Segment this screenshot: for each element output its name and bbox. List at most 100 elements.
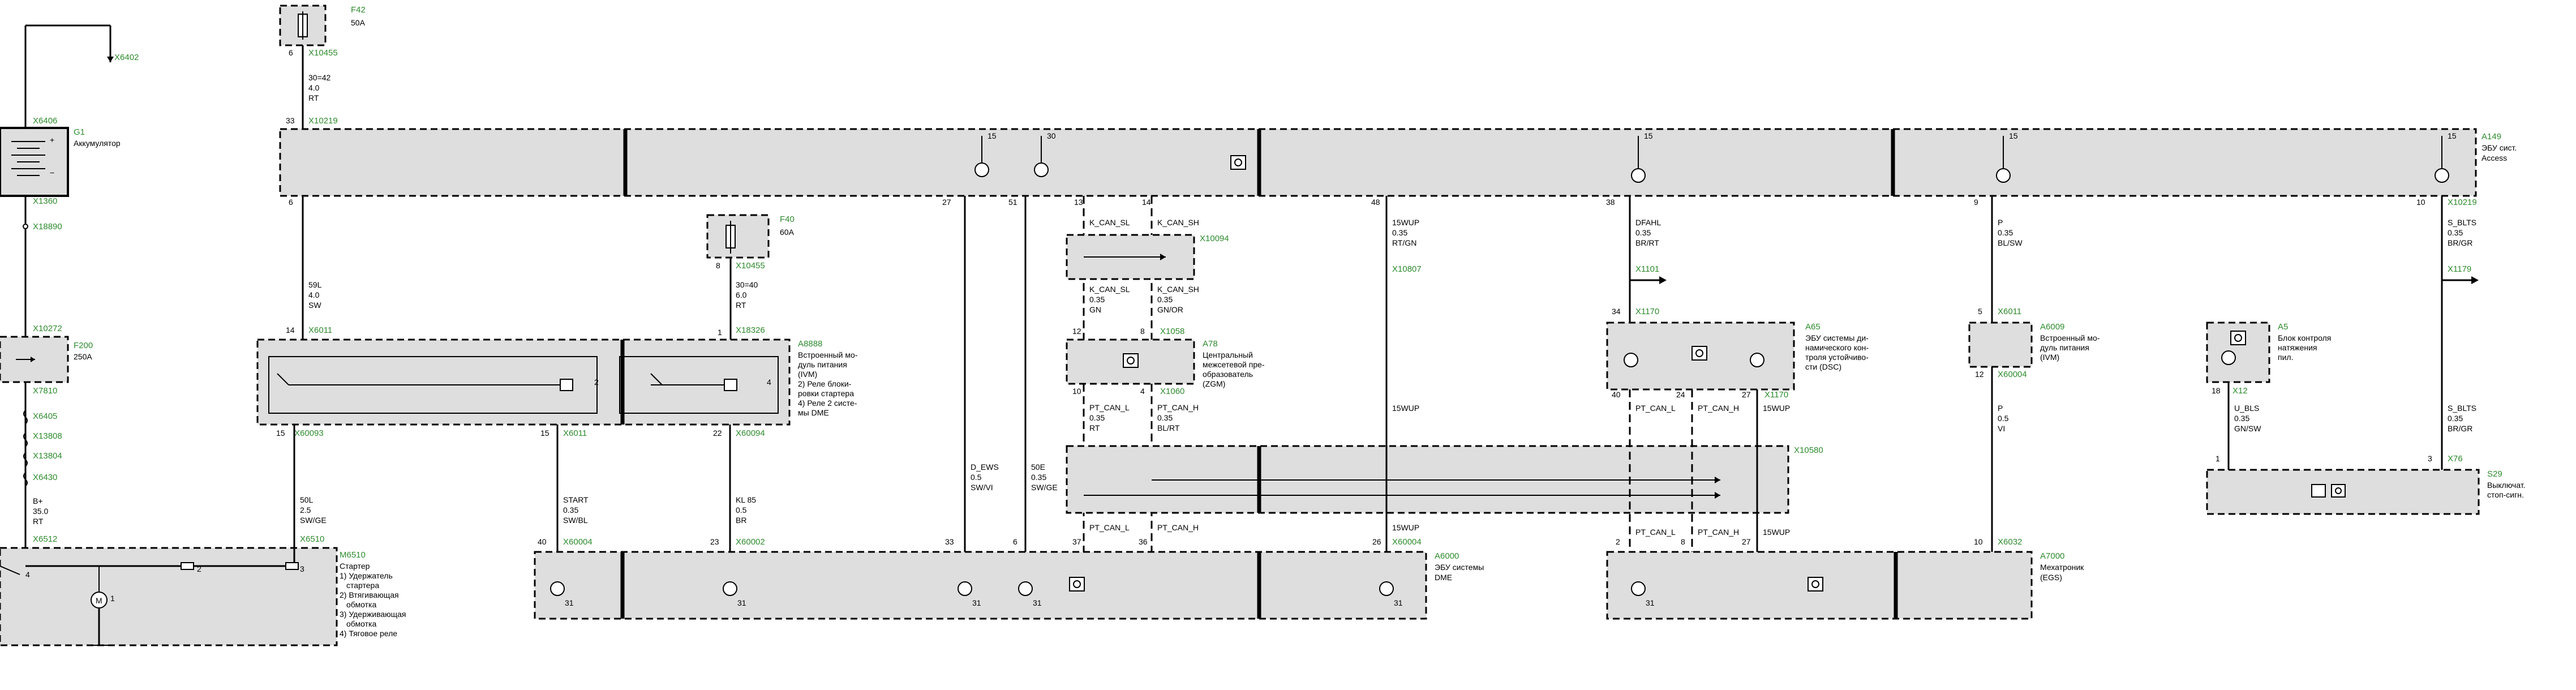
svg-text:50L: 50L — [300, 495, 314, 504]
svg-text:GN: GN — [1089, 305, 1101, 314]
svg-text:(EGS): (EGS) — [2040, 573, 2062, 582]
svg-text:X6011: X6011 — [1998, 307, 2021, 316]
svg-text:P: P — [1998, 218, 2003, 227]
starter-pin-4: 4 — [25, 570, 30, 579]
dsc-lower-wires: PT_CAN_L PT_CAN_H 15WUP PT_CAN_L PT_CAN_… — [1616, 389, 1790, 552]
svg-text:S_BLTS: S_BLTS — [2448, 218, 2476, 227]
svg-text:36: 36 — [1139, 537, 1148, 546]
svg-text:A6009: A6009 — [2040, 322, 2064, 332]
svg-text:27: 27 — [1742, 537, 1751, 546]
svg-text:3: 3 — [2428, 454, 2432, 463]
svg-text:(IVM): (IVM) — [798, 370, 817, 379]
svg-text:10: 10 — [1072, 387, 1081, 396]
svg-text:23: 23 — [710, 537, 719, 546]
wire-15wup: 15WUP 0.35 RT/GN X10807 15WUP 15WUP 26 X… — [1372, 196, 1422, 552]
svg-text:RT: RT — [1089, 423, 1100, 432]
svg-text:KL 85: KL 85 — [736, 495, 756, 504]
switch-s29: S29 Выключат. стоп-сигн. — [2206, 469, 2526, 515]
svg-text:GN/SW: GN/SW — [2234, 424, 2261, 433]
svg-text:27: 27 — [1742, 390, 1751, 399]
svg-text:ровки стартера: ровки стартера — [798, 389, 854, 398]
svg-text:4: 4 — [767, 378, 771, 387]
dme-transistor-2: 31 — [723, 581, 746, 607]
svg-text:VI: VI — [1998, 424, 2005, 433]
svg-text:X6510: X6510 — [300, 534, 324, 544]
svg-text:DFAHL: DFAHL — [1635, 218, 1661, 227]
module-a5: A5 Блок контроля натяжения пил. 18 X12 U… — [2206, 322, 2331, 470]
egs-transistor: 31 — [1631, 581, 1655, 607]
svg-text:9: 9 — [1974, 198, 1978, 207]
svg-text:15: 15 — [540, 428, 549, 438]
svg-text:27: 27 — [942, 198, 951, 207]
svg-text:X60093: X60093 — [294, 428, 324, 438]
svg-text:0.35: 0.35 — [1998, 228, 2013, 237]
svg-text:59L: 59L — [308, 280, 322, 289]
svg-text:0.5: 0.5 — [971, 473, 982, 482]
svg-text:K_CAN_SL: K_CAN_SL — [1089, 285, 1130, 294]
svg-text:X12: X12 — [2232, 386, 2248, 396]
starter-pin-2: 2 — [197, 564, 201, 573]
svg-text:6: 6 — [1013, 537, 1017, 546]
svg-text:15WUP: 15WUP — [1392, 523, 1419, 532]
svg-text:SW/VI: SW/VI — [971, 483, 993, 492]
battery-plus-icon: + — [50, 135, 54, 144]
bplus-label: B+ — [33, 496, 43, 505]
svg-text:A65: A65 — [1805, 322, 1821, 332]
svg-text:31: 31 — [565, 598, 574, 607]
svg-text:40: 40 — [1612, 390, 1621, 399]
f200-amp: 250A — [74, 352, 92, 361]
x13804-label: X13804 — [33, 451, 62, 461]
svg-text:S29: S29 — [2487, 469, 2502, 479]
svg-text:S_BLTS: S_BLTS — [2448, 404, 2476, 413]
x10272-label: X10272 — [33, 324, 62, 333]
svg-text:40: 40 — [538, 537, 547, 546]
a149-transistor-1: 15 — [974, 131, 997, 177]
svg-text:15: 15 — [2009, 131, 2018, 140]
module-a78-zgm: A78 Центральный межсетевой пре- образова… — [1066, 338, 1265, 396]
svg-text:PT_CAN_L: PT_CAN_L — [1089, 403, 1130, 412]
svg-text:1: 1 — [2216, 454, 2220, 463]
svg-text:0.35: 0.35 — [563, 505, 578, 515]
module-a6000-dme: 31 31 31 31 31 A6000 ЭБУ системы DME — [534, 551, 1484, 620]
svg-text:межсетевой пре-: межсетевой пре- — [1203, 360, 1265, 369]
svg-text:0.35: 0.35 — [1157, 413, 1173, 422]
svg-text:RT/GN: RT/GN — [1392, 238, 1416, 247]
starter-box — [0, 547, 338, 646]
svg-text:X1101: X1101 — [1635, 264, 1659, 274]
svg-text:15WUP: 15WUP — [1763, 404, 1790, 413]
svg-text:Центральный: Центральный — [1203, 350, 1253, 359]
svg-text:дуль питания: дуль питания — [798, 360, 847, 369]
svg-text:5: 5 — [1978, 307, 1982, 316]
svg-text:X6032: X6032 — [1998, 537, 2022, 547]
starter-m6510: M 1 2 3 4 M6510 Стартер 1) Удержатель ст… — [0, 547, 406, 646]
svg-text:X10455: X10455 — [736, 261, 765, 271]
svg-text:15: 15 — [2448, 131, 2457, 140]
wire-59l: 59L 4.0 SW 14 X6011 — [286, 196, 332, 340]
svg-text:Блок контроля: Блок контроля — [2278, 333, 2331, 342]
svg-text:K_CAN_SH: K_CAN_SH — [1157, 285, 1199, 294]
svg-text:15WUP: 15WUP — [1392, 404, 1419, 413]
svg-text:X1170: X1170 — [1635, 307, 1659, 316]
x6430-label: X6430 — [33, 473, 57, 482]
svg-text:1: 1 — [718, 328, 722, 337]
svg-text:X1179: X1179 — [2448, 264, 2471, 274]
svg-text:0.5: 0.5 — [1998, 414, 2009, 423]
svg-text:натяжения: натяжения — [2278, 343, 2317, 352]
svg-text:X60094: X60094 — [736, 428, 765, 438]
svg-text:51: 51 — [1008, 198, 1017, 207]
bplus-col: RT — [33, 517, 44, 526]
fuse-f42: F42 50A 6 X10455 30=42 4.0 RT 33 X10219 — [279, 5, 366, 129]
x10455-label: X10455 — [308, 48, 338, 58]
svg-text:0.35: 0.35 — [1031, 473, 1046, 482]
wire-50e: 50E 0.35 SW/GE 6 — [1013, 196, 1058, 552]
m6510-desc-2: 1) Удержатель — [340, 571, 393, 580]
svg-text:X1170: X1170 — [1764, 390, 1788, 400]
svg-text:4) Реле 2 систе-: 4) Реле 2 систе- — [798, 398, 857, 408]
a6000-box — [534, 551, 1427, 620]
g1-desc: Аккумулятор — [74, 139, 121, 148]
module-a6009-ivm: A6009 Встроенный мо- дуль питания (IVM) … — [1968, 322, 2100, 379]
svg-text:PT_CAN_H: PT_CAN_H — [1157, 403, 1199, 412]
a149-desc-1: ЭБУ сист. — [2481, 143, 2517, 152]
f42-label: F42 — [351, 5, 366, 15]
x13808-label: X13808 — [33, 431, 62, 441]
